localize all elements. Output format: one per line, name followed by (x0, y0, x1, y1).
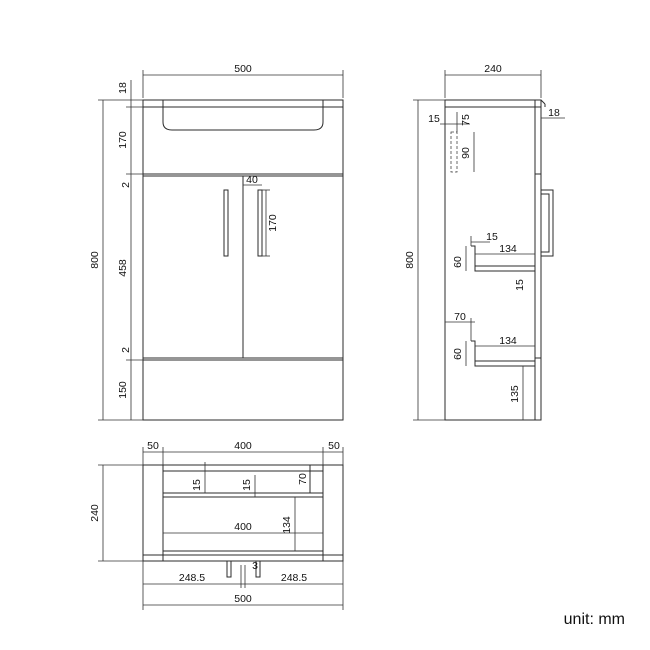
front-plinth-label: 150 (117, 381, 129, 399)
side-cabinet-outline (444, 99, 542, 421)
side-total-height-label: 800 (404, 251, 416, 269)
side-depth-label: 240 (484, 63, 502, 75)
side-shelf-1 (471, 245, 535, 272)
top-depth-label: 240 (89, 504, 101, 522)
shelf1-inset-label: 15 (486, 231, 498, 243)
top-left-handle (226, 560, 232, 578)
handle-length-label: 170 (267, 214, 279, 232)
right-door-handle (257, 189, 263, 257)
top-side-left-label: 50 (147, 440, 159, 452)
shelf2-inset-label: 70 (454, 311, 466, 323)
front-rail-bottom-label: 2 (120, 347, 132, 353)
top-cabinet-outline (142, 464, 344, 562)
front-top-lip-label: 18 (117, 82, 129, 94)
top-shelf-width-label: 400 (234, 521, 252, 533)
side-shelf-2 (471, 340, 535, 367)
front-width-label: 500 (234, 63, 252, 75)
front-total-height-label: 800 (89, 251, 101, 269)
shelf2-height-label: 60 (452, 348, 464, 360)
left-door-handle (223, 189, 229, 257)
top-half-right-label: 248.5 (281, 572, 307, 584)
recess-h-label: 90 (460, 147, 472, 159)
plinth-h-label: 135 (509, 385, 521, 403)
front-rail-top-label: 2 (120, 182, 132, 188)
top-half-left-label: 248.5 (179, 572, 205, 584)
shelf2-depth-label: 134 (499, 335, 517, 347)
top-total-width-label: 500 (234, 593, 252, 605)
recess-b-label: 75 (460, 114, 472, 126)
top-shelf-depth-label: 134 (281, 516, 293, 534)
front-view: 500 800 18 170 2 458 2 150 40 170 (89, 63, 344, 421)
handle-offset-label: 40 (246, 174, 258, 186)
front-basin-height-label: 170 (117, 131, 129, 149)
side-recess (450, 131, 458, 173)
top-rear-gap-label: 15 (191, 479, 203, 491)
top-mid-gap-label: 15 (241, 479, 253, 491)
recess-a-label: 15 (428, 113, 440, 125)
top-side-right-label: 50 (328, 440, 340, 452)
top-view: 50 400 50 240 15 15 70 400 134 248.5 3 2… (89, 440, 344, 610)
unit-label: unit: mm (564, 611, 625, 628)
shelf1-height-label: 60 (452, 256, 464, 268)
basin-bowl (162, 100, 324, 131)
shelf1-depth-label: 134 (499, 243, 517, 255)
top-right-handle (255, 560, 261, 578)
front-cabinet-outline (142, 99, 344, 421)
front-door-height-label: 458 (117, 259, 129, 277)
side-top-overhang-label: 18 (548, 107, 560, 119)
top-front-gap-label: 70 (297, 473, 309, 485)
top-gap-label: 3 (252, 560, 258, 572)
top-inner-width-label: 400 (234, 440, 252, 452)
side-view: 240 18 800 15 75 90 15 134 60 15 70 134 … (404, 63, 565, 421)
shelf1-thick-label: 15 (514, 279, 526, 291)
side-handle (541, 189, 554, 257)
